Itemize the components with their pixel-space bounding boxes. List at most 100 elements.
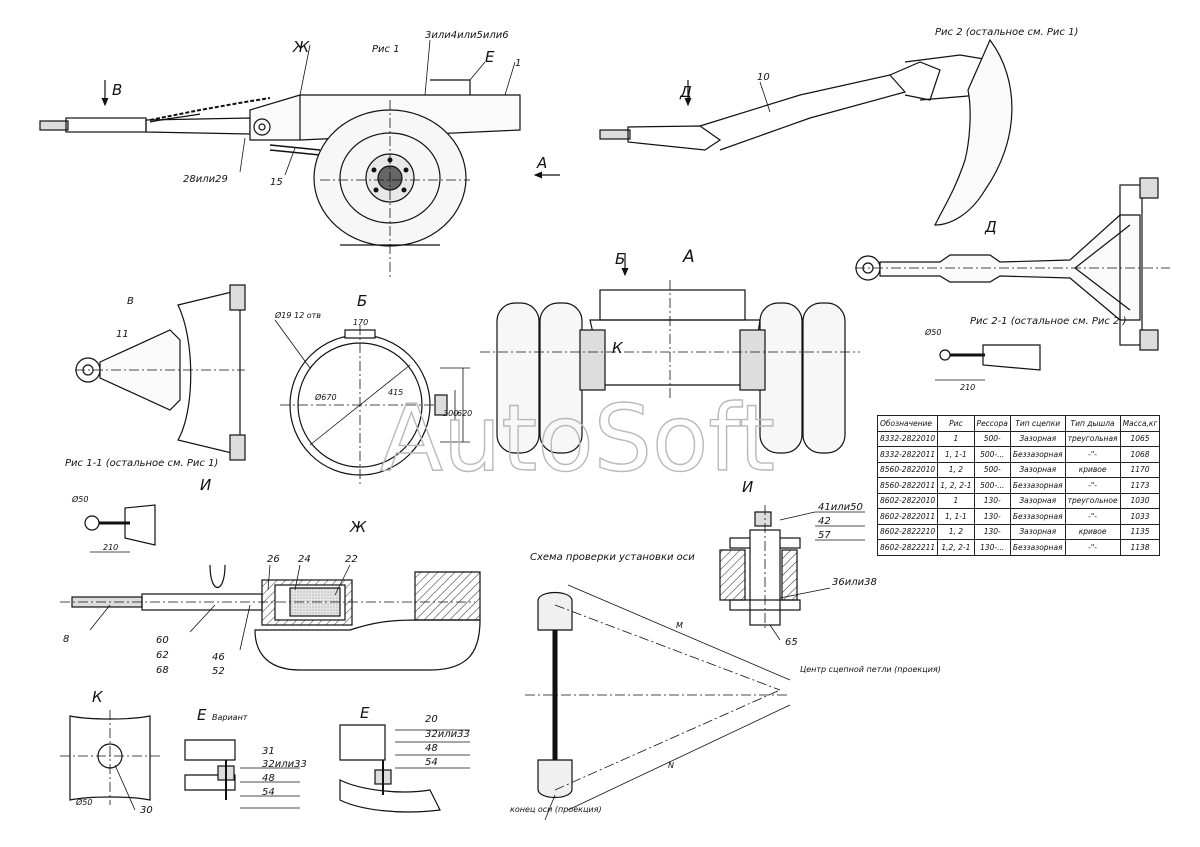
dim-50c: Ø50 bbox=[75, 797, 92, 807]
cell-coupling: Беззазорная bbox=[1009, 446, 1066, 463]
callout-30: 30 bbox=[140, 805, 153, 816]
dim-170: 170 bbox=[353, 318, 368, 327]
cell-fig: 1, 2, 2-1 bbox=[937, 477, 975, 494]
cell-fig: 1, 1-1 bbox=[937, 446, 975, 463]
dim-670: Ø670 bbox=[314, 392, 337, 402]
cell-coupling: Зазорная bbox=[1009, 523, 1066, 540]
view-e-variant bbox=[184, 739, 300, 809]
view-d-top bbox=[855, 177, 1170, 351]
cell-designation: 8332-2822011 bbox=[876, 446, 939, 463]
view-b-flange bbox=[274, 319, 470, 485]
callout-32-33b: 32или33 bbox=[425, 729, 470, 740]
figure-1-side-view bbox=[39, 39, 560, 280]
arrow-zh-letter: Ж bbox=[292, 38, 310, 56]
cell-mass: 1030 bbox=[1119, 492, 1161, 509]
watermark: AutoSoft bbox=[380, 385, 775, 492]
figure-2-curved-drawbar bbox=[599, 38, 1013, 226]
dim-415: 415 bbox=[388, 388, 403, 397]
cell-fig: 1, 2 bbox=[937, 523, 975, 540]
view-v-letter: В bbox=[127, 296, 134, 307]
dim-n: N bbox=[668, 761, 674, 770]
labels: Рис 1 Рис 2 (остальное см. Рис 1) Рис 1 -… bbox=[63, 27, 1127, 816]
cell-mass: 1065 bbox=[1119, 430, 1161, 447]
spec-table-container: Обозначение Рис Рессора Тип сцепки Тип д… bbox=[876, 415, 1161, 556]
view-zh bbox=[60, 564, 481, 671]
view-d-letter: Д bbox=[984, 218, 997, 236]
callout-65: 65 bbox=[785, 637, 798, 648]
figure-1-1 bbox=[84, 504, 156, 553]
arrow-i-letter: И bbox=[200, 476, 211, 494]
cell-drawbar: -"- bbox=[1064, 446, 1121, 463]
callout-41-50: 41или50 bbox=[818, 502, 863, 513]
dim-m: M bbox=[676, 621, 683, 630]
spec-table-header: Обозначение Рис Рессора Тип сцепки Тип д… bbox=[876, 415, 1161, 432]
cell-coupling: Беззазорная bbox=[1009, 539, 1066, 556]
view-a-letter: А bbox=[682, 247, 695, 267]
view-k-letter: К bbox=[92, 688, 104, 706]
cell-designation: 8602-2822210 bbox=[876, 523, 939, 540]
callout-42: 42 bbox=[818, 516, 831, 527]
scheme-center-label: Центр сцепной петли (проекция) bbox=[800, 665, 941, 674]
callout-22: 22 bbox=[345, 554, 358, 565]
cell-designation: 8602-2822011 bbox=[876, 508, 939, 525]
fig2-label: Рис 2 (остальное см. Рис 1) bbox=[935, 27, 1078, 38]
cell-spring: 130-... bbox=[973, 539, 1011, 556]
cell-drawbar: -"- bbox=[1064, 508, 1121, 525]
cell-spring: 500-... bbox=[973, 446, 1011, 463]
header-spring: Рессора bbox=[973, 415, 1011, 432]
view-e-variant-letter: Е bbox=[197, 706, 207, 724]
cell-coupling: Беззазорная bbox=[1009, 508, 1066, 525]
dim-620: 620 bbox=[457, 409, 472, 418]
cell-spring: 130- bbox=[973, 492, 1011, 509]
cell-fig: 1 bbox=[937, 492, 975, 509]
fig1-label: Рис 1 bbox=[372, 44, 400, 55]
arrow-d-letter: Д bbox=[679, 83, 692, 101]
view-zh-letter: Ж bbox=[349, 518, 367, 536]
view-i-letter: И bbox=[742, 478, 753, 496]
cell-fig: 1, 1-1 bbox=[937, 508, 975, 525]
cell-fig: 1,2, 2-1 bbox=[937, 539, 975, 556]
fig2-1-label: Рис 2-1 (остальное см. Рис 2 ) bbox=[970, 316, 1127, 327]
dim-50a: Ø50 bbox=[71, 494, 88, 504]
callout-46: 46 bbox=[212, 652, 225, 663]
cell-coupling: Зазорная bbox=[1009, 492, 1066, 509]
cell-drawbar: кривое bbox=[1064, 523, 1121, 540]
view-v bbox=[75, 284, 246, 461]
dim-300: 300 bbox=[443, 409, 458, 418]
dim-210a: 210 bbox=[103, 543, 118, 552]
cell-mass: 1068 bbox=[1119, 446, 1161, 463]
dim-210b: 210 bbox=[960, 383, 975, 392]
cell-fig: 1, 2 bbox=[937, 461, 975, 478]
cell-designation: 8560-2822011 bbox=[876, 477, 939, 494]
callout-11: 11 bbox=[116, 329, 129, 340]
dim-holes: Ø19 12 отв bbox=[274, 310, 321, 320]
callout-54b: 54 bbox=[425, 757, 438, 768]
callout-15: 15 bbox=[270, 177, 283, 188]
header-fig: Рис bbox=[937, 415, 975, 432]
callout-48b: 48 bbox=[425, 743, 438, 754]
callout-62: 62 bbox=[156, 650, 169, 661]
callout-54a: 54 bbox=[262, 787, 275, 798]
cell-coupling: Зазорная bbox=[1009, 461, 1066, 478]
axle-check-scheme bbox=[525, 584, 791, 821]
callout-26: 26 bbox=[267, 554, 280, 565]
cell-mass: 1033 bbox=[1119, 508, 1161, 525]
callout-10: 10 bbox=[757, 72, 770, 83]
arrow-v-letter: В bbox=[112, 81, 122, 99]
header-designation: Обозначение bbox=[876, 415, 939, 432]
view-k bbox=[60, 710, 160, 811]
callout-32-33a: 32или33 bbox=[262, 759, 307, 770]
callout-20: 20 bbox=[425, 714, 438, 725]
header-coupling: Тип сцепки bbox=[1009, 415, 1066, 432]
cell-spring: 500- bbox=[973, 461, 1011, 478]
cell-drawbar: треугольная bbox=[1064, 430, 1121, 447]
cell-drawbar: -"- bbox=[1064, 539, 1121, 556]
cell-spring: 130- bbox=[973, 508, 1011, 525]
cell-spring: 500- bbox=[973, 430, 1011, 447]
arrow-k-letter: К bbox=[612, 339, 624, 357]
